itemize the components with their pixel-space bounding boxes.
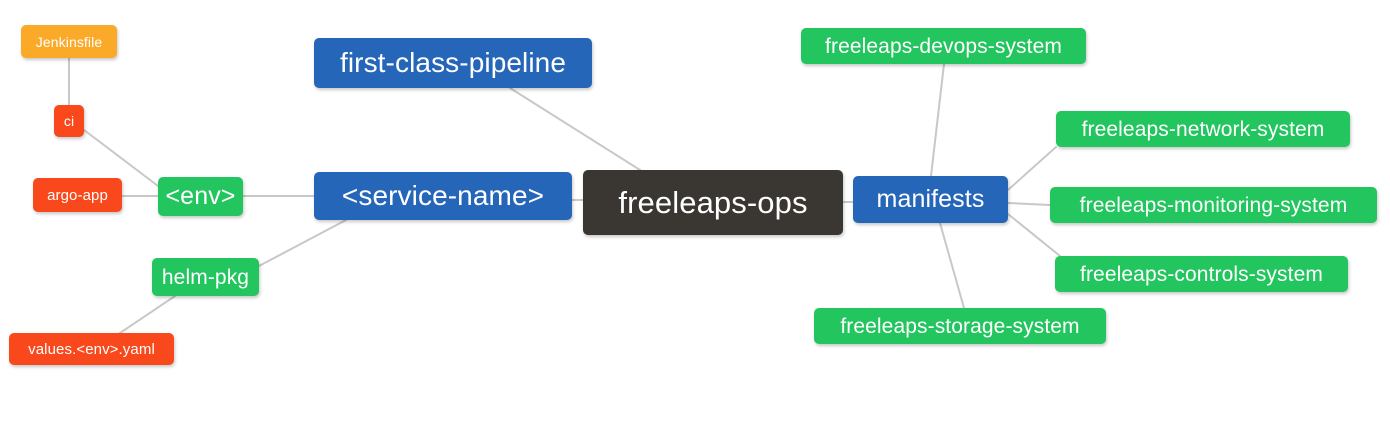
node-jenkinsfile[interactable]: Jenkinsfile bbox=[21, 25, 117, 58]
node-env[interactable]: <env> bbox=[158, 177, 243, 216]
edge-manifests-to-freeleaps-monitoring-system bbox=[1007, 202, 1051, 206]
node-values-env-yaml[interactable]: values.<env>.yaml bbox=[9, 333, 174, 365]
node-ci[interactable]: ci bbox=[54, 105, 84, 137]
node-label-helm-pkg: helm-pkg bbox=[161, 265, 250, 289]
node-freeleaps-network-system[interactable]: freeleaps-network-system bbox=[1056, 111, 1350, 147]
node-label-jenkinsfile: Jenkinsfile bbox=[35, 33, 103, 50]
edge-helm-pkg-to-service-name bbox=[258, 219, 347, 267]
node-label-freeleaps-ops: freeleaps-ops bbox=[618, 185, 808, 220]
edge-manifests-to-freeleaps-devops-system bbox=[930, 63, 945, 177]
node-label-freeleaps-devops-system: freeleaps-devops-system bbox=[825, 34, 1062, 58]
node-service-name[interactable]: <service-name> bbox=[314, 172, 572, 220]
edge-manifests-to-freeleaps-storage-system bbox=[939, 222, 965, 309]
edge-first-class-pipeline-to-freeleaps-ops bbox=[509, 87, 641, 171]
node-freeleaps-controls-system[interactable]: freeleaps-controls-system bbox=[1055, 256, 1348, 292]
node-label-freeleaps-network-system: freeleaps-network-system bbox=[1081, 117, 1325, 141]
node-first-class-pipeline[interactable]: first-class-pipeline bbox=[314, 38, 592, 88]
edge-manifests-to-freeleaps-network-system bbox=[1007, 146, 1057, 191]
node-manifests[interactable]: manifests bbox=[853, 176, 1008, 223]
node-label-freeleaps-monitoring-system: freeleaps-monitoring-system bbox=[1079, 193, 1348, 217]
node-helm-pkg[interactable]: helm-pkg bbox=[152, 258, 259, 296]
node-label-values-env-yaml: values.<env>.yaml bbox=[28, 340, 155, 358]
node-label-freeleaps-controls-system: freeleaps-controls-system bbox=[1080, 262, 1323, 286]
node-freeleaps-monitoring-system[interactable]: freeleaps-monitoring-system bbox=[1050, 187, 1377, 223]
node-label-manifests: manifests bbox=[876, 185, 985, 213]
node-freeleaps-ops[interactable]: freeleaps-ops bbox=[583, 170, 843, 235]
node-freeleaps-storage-system[interactable]: freeleaps-storage-system bbox=[814, 308, 1106, 344]
node-label-ci: ci bbox=[63, 113, 75, 129]
node-freeleaps-devops-system[interactable]: freeleaps-devops-system bbox=[801, 28, 1086, 64]
node-label-env: <env> bbox=[165, 182, 236, 210]
node-label-argo-app: argo-app bbox=[47, 186, 108, 204]
edge-values-env-yaml-to-helm-pkg bbox=[119, 295, 176, 334]
node-label-service-name: <service-name> bbox=[341, 180, 545, 211]
node-label-first-class-pipeline: first-class-pipeline bbox=[339, 47, 567, 78]
node-label-freeleaps-storage-system: freeleaps-storage-system bbox=[840, 314, 1080, 338]
node-argo-app[interactable]: argo-app bbox=[33, 178, 122, 212]
